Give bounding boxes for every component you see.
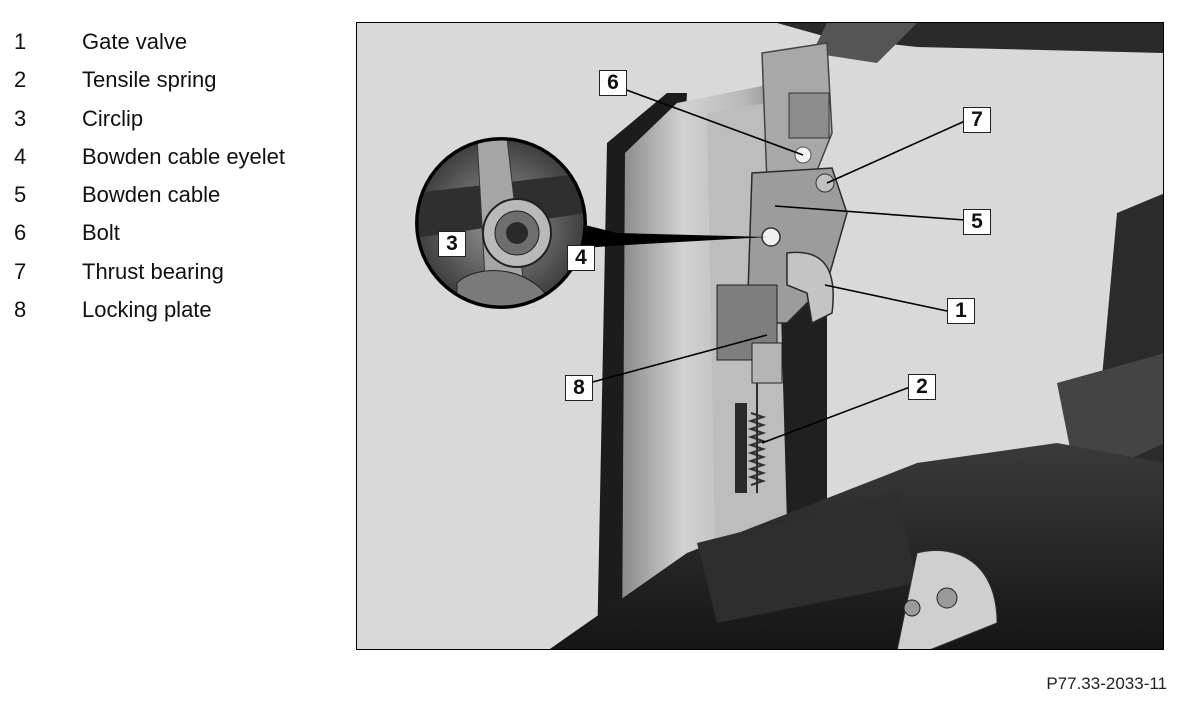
legend-number: 8 <box>14 297 27 323</box>
legend-number: 3 <box>14 105 27 131</box>
legend-number: 5 <box>14 182 27 208</box>
legend-item-locking-plate: 8 Locking plate <box>14 295 344 333</box>
callout-5: 5 <box>963 209 991 235</box>
legend-label: Bowden cable eyelet <box>82 143 286 169</box>
legend-label: Bolt <box>82 220 120 246</box>
legend-item-bowden-cable-eyelet: 4 Bowden cable eyelet <box>14 142 344 180</box>
legend-item-circlip: 3 Circlip <box>14 104 344 142</box>
figure-code: P77.33-2033-11 <box>1046 674 1167 693</box>
legend-item-gate-valve: 1 Gate valve <box>14 27 344 65</box>
callout-2: 2 <box>908 374 936 400</box>
legend-number: 2 <box>14 67 27 93</box>
legend-item-thrust-bearing: 7 Thrust bearing <box>14 257 344 295</box>
callout-4: 4 <box>567 245 595 271</box>
callout-1: 1 <box>947 298 975 324</box>
legend-label: Thrust bearing <box>82 258 224 284</box>
callout-8: 8 <box>565 375 593 401</box>
legend-item-bolt: 6 Bolt <box>14 218 344 256</box>
legend-label: Gate valve <box>82 29 188 54</box>
photo-illustration <box>357 23 1163 649</box>
legend-number: 7 <box>14 258 27 284</box>
legend-number: 6 <box>14 220 27 246</box>
callout-6: 6 <box>599 70 627 96</box>
mechanism-photo: 6 7 5 1 8 2 3 4 <box>356 22 1164 650</box>
legend-number: 1 <box>14 29 27 54</box>
legend-label: Locking plate <box>82 297 212 323</box>
legend-number: 4 <box>14 143 27 169</box>
callout-3: 3 <box>438 231 466 257</box>
legend-label: Bowden cable <box>82 182 221 208</box>
legend-label: Circlip <box>82 105 144 131</box>
legend-label: Tensile spring <box>82 67 217 93</box>
legend-item-tensile-spring: 2 Tensile spring <box>14 65 344 103</box>
callout-7: 7 <box>963 107 991 133</box>
legend-item-bowden-cable: 5 Bowden cable <box>14 180 344 218</box>
